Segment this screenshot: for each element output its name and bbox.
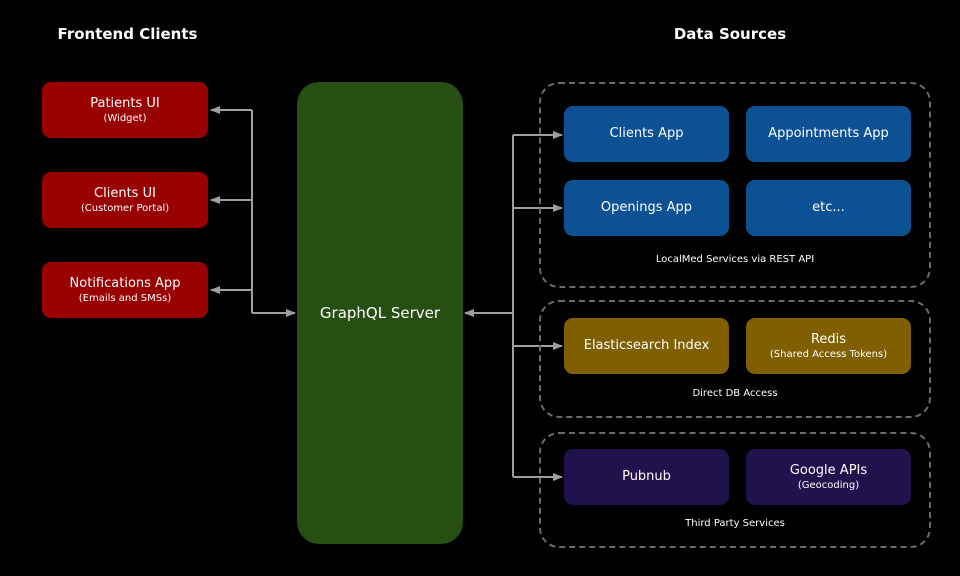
redis-title: Redis: [810, 331, 847, 347]
patients-ui-title: Patients UI: [90, 95, 160, 111]
direct-db-access-group: [539, 300, 931, 418]
google-apis-box: Google APIs (Geocoding): [746, 449, 911, 505]
frontend-clients-title: Frontend Clients: [57, 25, 198, 43]
google-apis-title: Google APIs: [789, 462, 868, 478]
etc-title: etc...: [812, 200, 845, 215]
notifications-app-box: Notifications App (Emails and SMSs): [42, 262, 208, 318]
third-party-services-label: Third Party Services: [685, 518, 785, 529]
redis-box: Redis (Shared Access Tokens): [746, 318, 911, 374]
patients-ui-subtitle: (Widget): [103, 112, 147, 124]
localmed-services-group: [539, 82, 931, 288]
clients-ui-title: Clients UI: [94, 185, 156, 201]
openings-app-title: Openings App: [600, 200, 693, 215]
etc-box: etc...: [746, 180, 911, 236]
graphql-server-box: GraphQL Server: [297, 82, 463, 544]
appointments-app-title: Appointments App: [768, 126, 889, 141]
direct-db-access-label: Direct DB Access: [692, 388, 778, 399]
openings-app-box: Openings App: [564, 180, 729, 236]
appointments-app-box: Appointments App: [746, 106, 911, 162]
pubnub-title: Pubnub: [622, 469, 671, 484]
notifications-app-title: Notifications App: [69, 275, 181, 291]
third-party-services-group: [539, 432, 931, 548]
graphql-server-title: GraphQL Server: [319, 304, 441, 322]
localmed-services-label: LocalMed Services via REST API: [655, 254, 815, 265]
pubnub-box: Pubnub: [564, 449, 729, 505]
clients-ui-subtitle: (Customer Portal): [80, 202, 170, 214]
patients-ui-box: Patients UI (Widget): [42, 82, 208, 138]
clients-app-title: Clients App: [609, 126, 684, 141]
clients-app-box: Clients App: [564, 106, 729, 162]
elasticsearch-index-title: Elasticsearch Index: [583, 338, 710, 353]
data-sources-title: Data Sources: [673, 25, 787, 43]
clients-ui-box: Clients UI (Customer Portal): [42, 172, 208, 228]
elasticsearch-index-box: Elasticsearch Index: [564, 318, 729, 374]
notifications-app-subtitle: (Emails and SMSs): [78, 292, 172, 304]
redis-subtitle: (Shared Access Tokens): [769, 348, 888, 360]
google-apis-subtitle: (Geocoding): [797, 479, 860, 491]
